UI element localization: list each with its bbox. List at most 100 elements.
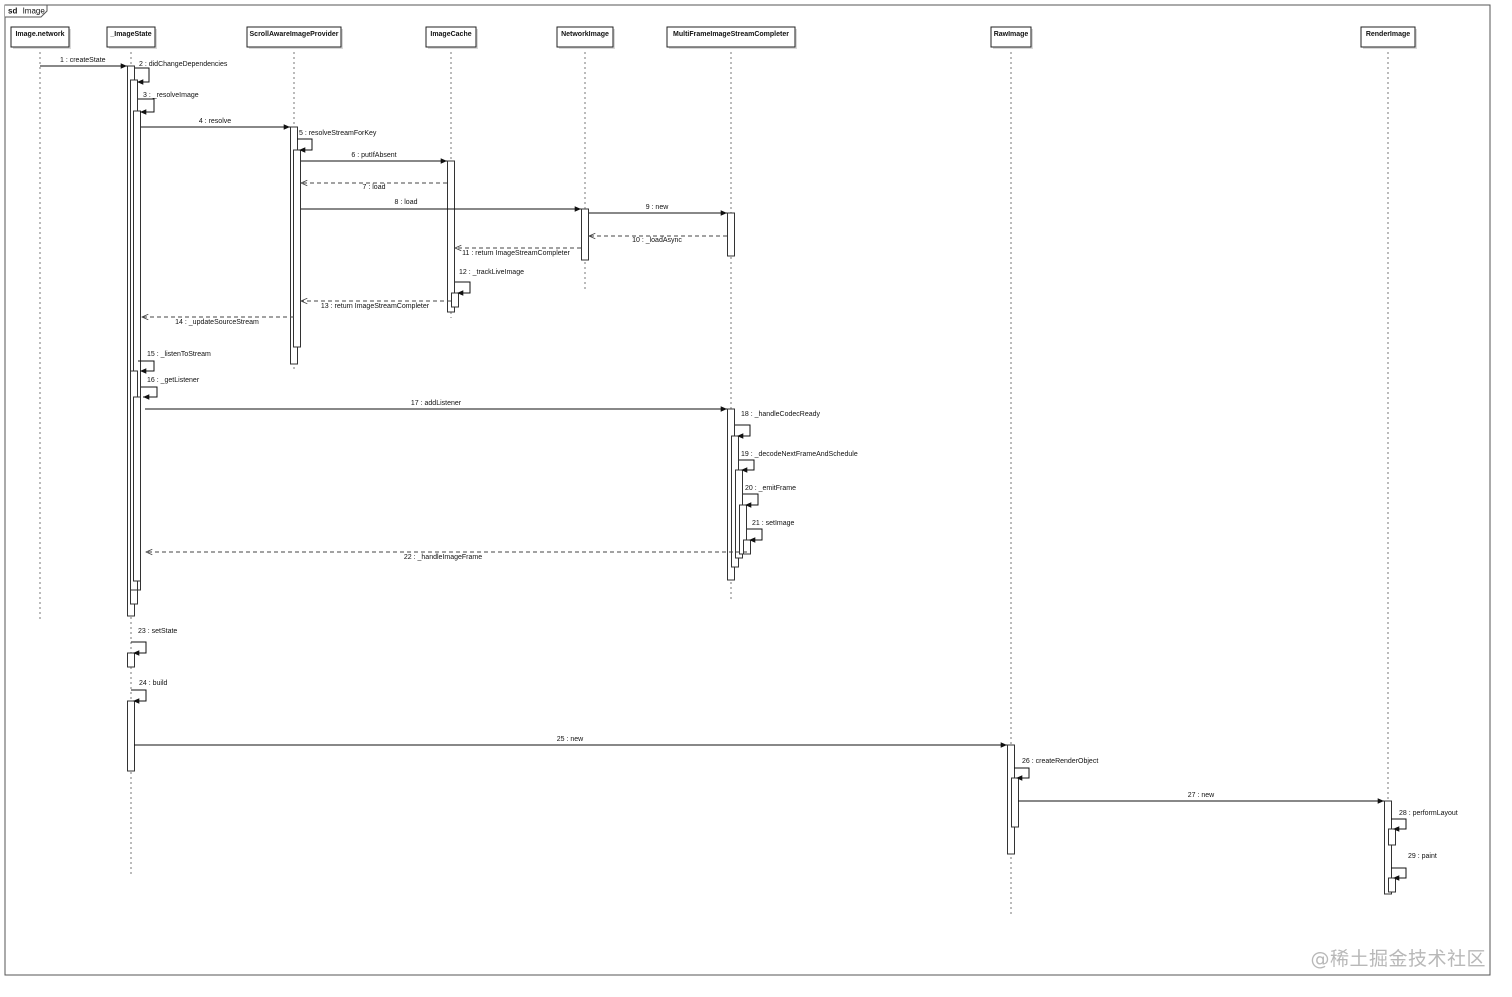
message-26: 26 : createRenderObject <box>1014 758 1098 781</box>
activation-bar <box>581 208 589 261</box>
participant-render-image: RenderImage <box>1360 26 1417 49</box>
message-label: 20 : _emitFrame <box>745 485 796 492</box>
activation-bar <box>133 396 141 582</box>
activation-bar <box>293 149 301 348</box>
message-10: 10 : _loadAsync <box>589 236 727 244</box>
participant-image-cache: ImageCache <box>425 26 478 49</box>
messages: 1 : createState 2 : didChangeDependencies… <box>40 57 1458 881</box>
message-label: 5 : resolveStreamForKey <box>299 130 377 137</box>
message-label: 24 : build <box>139 680 168 687</box>
participant-label: ScrollAwareImageProvider <box>250 31 339 38</box>
message-label: 3 : _resolveImage <box>143 92 199 99</box>
message-label: 22 : _handleImageFrame <box>404 554 482 561</box>
activation-bar <box>727 212 735 257</box>
message-5: 5 : resolveStreamForKey <box>297 130 377 153</box>
message-23: 23 : setState <box>131 628 177 656</box>
message-15: 15 : _listenToStream <box>138 351 211 374</box>
message-label: 28 : performLayout <box>1399 810 1458 817</box>
message-11: 11 : return ImageStreamCompleter <box>455 248 581 257</box>
participant-label: Image.network <box>15 31 64 38</box>
message-17: 17 : addListener <box>145 400 727 412</box>
message-20: 20 : _emitFrame <box>743 485 796 508</box>
message-14: 14 : _updateSourceStream <box>142 317 294 326</box>
message-label: 2 : didChangeDependencies <box>139 61 228 68</box>
activations <box>127 65 1396 895</box>
activation-bar <box>1011 777 1019 828</box>
message-label: 29 : paint <box>1408 853 1437 860</box>
self-message-arrow <box>141 386 158 400</box>
message-28: 28 : performLayout <box>1391 810 1458 832</box>
message-label: 1 : createState <box>60 57 106 64</box>
message-label: 19 : _decodeNextFrameAndSchedule <box>741 451 858 458</box>
self-message-arrow <box>131 689 147 704</box>
message-label: 7 : load <box>363 184 386 191</box>
diagram-frame <box>4 4 1491 976</box>
frame-keyword: sd <box>8 7 17 16</box>
message-label: 18 : _handleCodecReady <box>741 411 821 418</box>
self-message-arrow <box>735 424 751 439</box>
frame-label: sd Image <box>8 7 45 16</box>
self-message-arrow <box>743 493 759 508</box>
message-25: 25 : new <box>134 736 1007 748</box>
message-13: 13 : return ImageStreamCompleter <box>301 301 451 310</box>
frame-name: Image <box>23 7 46 16</box>
participant-label: NetworkImage <box>561 31 609 38</box>
frame-tab <box>5 4 48 18</box>
self-message-arrow <box>747 528 763 543</box>
message-label: 6 : putIfAbsent <box>351 152 396 159</box>
activation-bar <box>447 160 455 313</box>
message-label: 23 : setState <box>138 628 177 635</box>
activation-bar <box>127 700 135 772</box>
message-label: 8 : load <box>395 199 418 206</box>
message-4: 4 : resolve <box>141 118 290 130</box>
message-label: 15 : _listenToStream <box>147 351 211 358</box>
self-message-arrow <box>135 67 150 85</box>
message-29: 29 : paint <box>1391 853 1437 881</box>
message-6: 6 : putIfAbsent <box>301 152 447 164</box>
message-label: 13 : return ImageStreamCompleter <box>321 303 430 310</box>
self-message-arrow <box>297 138 313 153</box>
message-2: 2 : didChangeDependencies <box>135 61 228 85</box>
message-27: 27 : new <box>1018 792 1384 804</box>
message-16: 16 : _getListener <box>141 377 200 400</box>
message-24: 24 : build <box>131 680 168 704</box>
message-label: 26 : createRenderObject <box>1022 758 1098 765</box>
message-label: 16 : _getListener <box>147 377 200 384</box>
participant-label: RawImage <box>994 31 1029 38</box>
self-message-arrow <box>138 360 155 374</box>
participant-label: ImageCache <box>430 31 471 38</box>
activation-bar <box>1388 828 1396 846</box>
message-8: 8 : load <box>301 199 581 212</box>
message-label: 10 : _loadAsync <box>632 237 682 244</box>
message-label: 9 : new <box>646 204 670 211</box>
participant-scroll-provider: ScrollAwareImageProvider <box>246 26 343 49</box>
participant-multiframe: MultiFrameImageStreamCompleter <box>666 26 797 49</box>
message-3: 3 : _resolveImage <box>138 92 199 115</box>
message-label: 27 : new <box>1188 792 1215 799</box>
participant-label: MultiFrameImageStreamCompleter <box>673 31 789 38</box>
message-1: 1 : createState <box>40 57 127 69</box>
message-9: 9 : new <box>589 204 727 216</box>
participant-box <box>10 26 70 48</box>
message-label: 11 : return ImageStreamCompleter <box>462 250 570 257</box>
message-label: 12 : _trackLiveImage <box>459 269 524 276</box>
activation-bar <box>1384 800 1392 895</box>
participant-box <box>425 26 477 48</box>
message-19: 19 : _decodeNextFrameAndSchedule <box>739 451 858 473</box>
self-message-arrow <box>1014 767 1030 781</box>
participant-raw-image: RawImage <box>990 26 1033 49</box>
message-21: 21 : setImage <box>747 520 795 543</box>
self-message-arrow <box>455 281 471 296</box>
participant-image-state: _ImageState <box>106 26 157 49</box>
message-22: 22 : _handleImageFrame <box>146 552 747 561</box>
participant-heads: Image.network _ImageState ScrollAwareImage… <box>10 26 1417 49</box>
message-label: 4 : resolve <box>199 118 231 125</box>
participant-label: RenderImage <box>1366 31 1410 38</box>
self-message-arrow <box>739 459 755 473</box>
message-18: 18 : _handleCodecReady <box>735 411 821 439</box>
participant-network-image: NetworkImage <box>556 26 615 49</box>
participant-box <box>666 26 796 48</box>
message-label: 14 : _updateSourceStream <box>175 319 259 326</box>
activation-bar <box>1388 877 1396 893</box>
